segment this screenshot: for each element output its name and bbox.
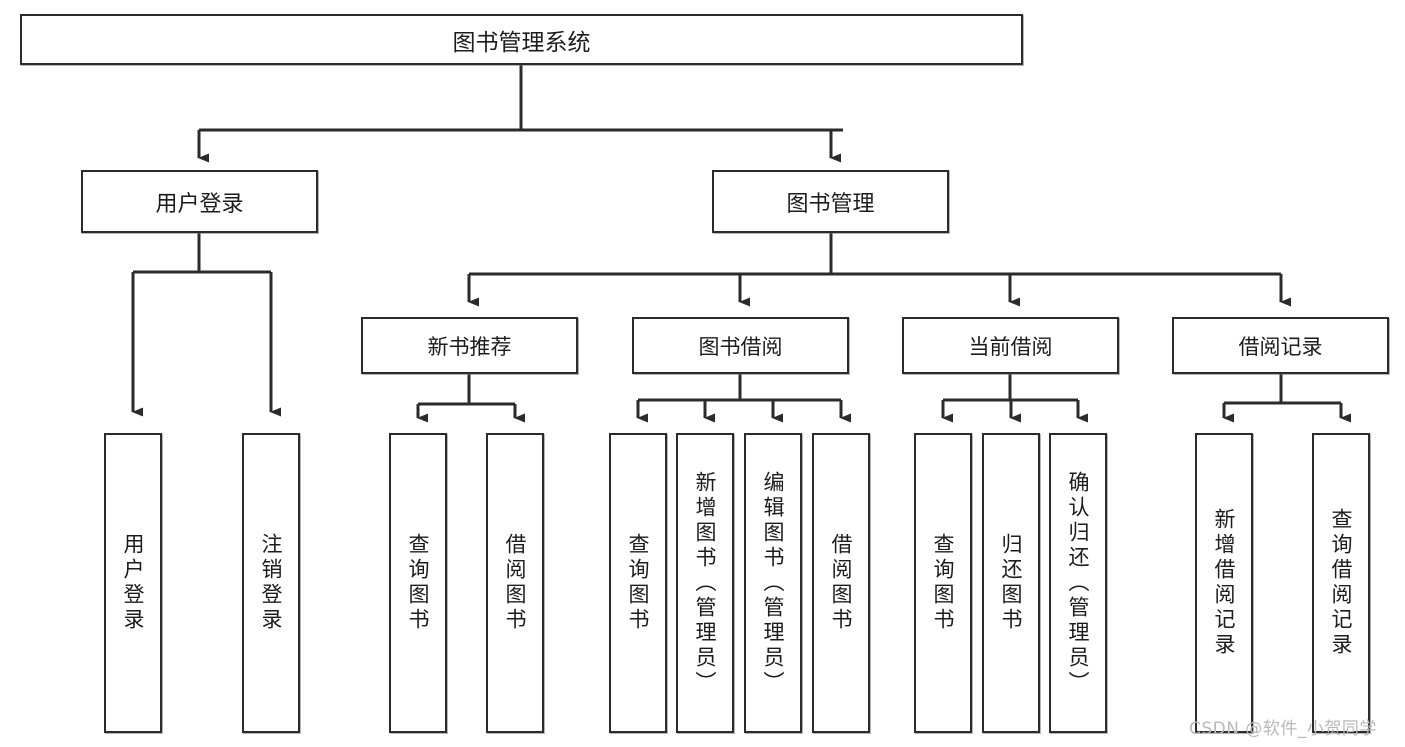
node-borrow-record[interactable]: 借阅记录 — [1172, 317, 1389, 374]
node-label: 新增图书（管理员） — [693, 470, 718, 696]
leaf-book-borrow-edit-book-admin[interactable]: 编辑图书（管理员） — [744, 433, 802, 733]
node-label: 查询图书 — [626, 533, 651, 633]
leaf-book-borrow-query-book[interactable]: 查询图书 — [609, 433, 667, 733]
node-label: 图书管理系统 — [452, 29, 591, 56]
leaf-new-book-borrow-book[interactable]: 借阅图书 — [486, 433, 544, 733]
node-label: 借阅图书 — [503, 533, 528, 633]
node-label: 当前借阅 — [968, 334, 1053, 359]
leaf-user-login-logout[interactable]: 注销登录 — [242, 433, 300, 733]
leaf-current-borrow-confirm-return-admin[interactable]: 确认归还（管理员） — [1049, 433, 1107, 733]
leaf-book-borrow-add-book-admin[interactable]: 新增图书（管理员） — [676, 433, 734, 733]
leaf-current-borrow-query-book[interactable]: 查询图书 — [914, 433, 972, 733]
node-label: 新增借阅记录 — [1212, 508, 1237, 658]
leaf-borrow-record-add-record[interactable]: 新增借阅记录 — [1195, 433, 1253, 733]
node-book-borrow[interactable]: 图书借阅 — [632, 317, 849, 374]
leaf-book-borrow-borrow-book[interactable]: 借阅图书 — [812, 433, 870, 733]
csdn-watermark: CSDN @软件_小贺同学 — [1189, 719, 1377, 739]
leaf-user-login-login[interactable]: 用户登录 — [104, 433, 162, 733]
node-label: 编辑图书（管理员） — [761, 470, 786, 696]
leaf-new-book-query-book[interactable]: 查询图书 — [389, 433, 447, 733]
node-current-borrow[interactable]: 当前借阅 — [902, 317, 1119, 374]
node-label: 借阅记录 — [1238, 334, 1323, 359]
node-label: 查询图书 — [931, 533, 956, 633]
node-label: 图书借阅 — [698, 334, 783, 359]
node-root-book-management-system[interactable]: 图书管理系统 — [20, 14, 1023, 65]
node-label: 查询图书 — [406, 533, 431, 633]
node-label: 注销登录 — [259, 533, 284, 633]
node-user-login[interactable]: 用户登录 — [81, 170, 318, 233]
node-label: 确认归还（管理员） — [1066, 470, 1091, 696]
node-label: 用户登录 — [121, 533, 146, 633]
node-label: 新书推荐 — [427, 334, 512, 359]
node-label: 图书管理 — [786, 191, 875, 217]
node-label: 归还图书 — [999, 533, 1024, 633]
node-book-management[interactable]: 图书管理 — [712, 170, 949, 233]
node-label: 查询借阅记录 — [1329, 508, 1354, 658]
node-new-book-recommend[interactable]: 新书推荐 — [361, 317, 578, 374]
node-label: 用户登录 — [155, 191, 244, 217]
leaf-borrow-record-query-record[interactable]: 查询借阅记录 — [1312, 433, 1370, 733]
node-label: 借阅图书 — [829, 533, 854, 633]
leaf-current-borrow-return-book[interactable]: 归还图书 — [982, 433, 1040, 733]
